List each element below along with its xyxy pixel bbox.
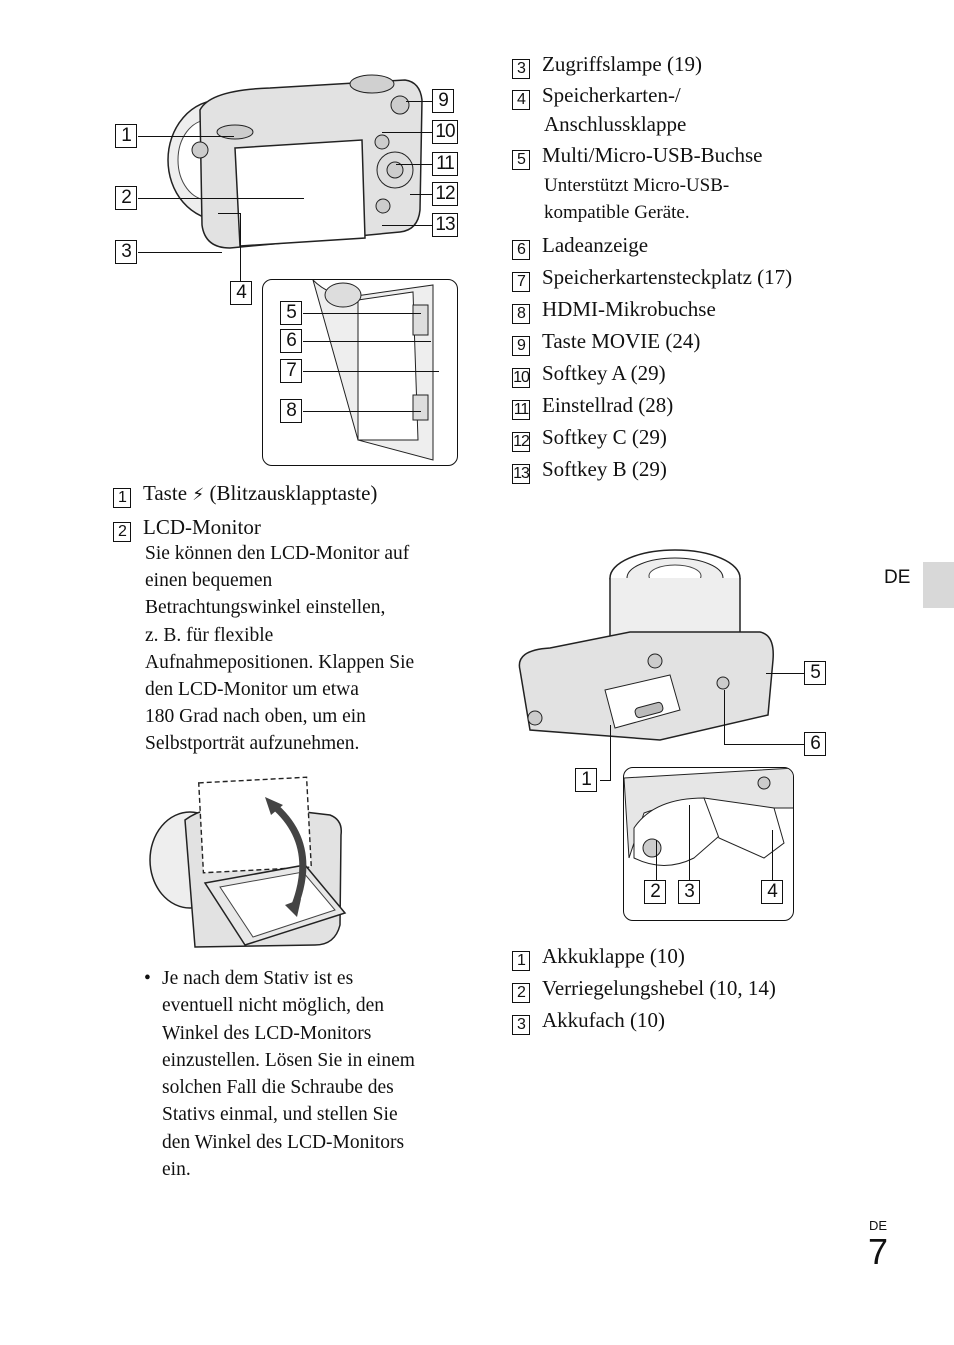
usb-note: kompatible Geräte. [544,202,690,223]
callout-2: 2 [644,880,666,904]
language-tab-label: DE [884,567,911,588]
language-tab [923,562,954,608]
callout-1: 1 [575,768,597,792]
bullet-marker: • [144,968,151,989]
callout-13: 13 [432,213,458,237]
callout-4: 4 [230,281,252,305]
callout-12: 12 [432,182,458,206]
callout-5: 5 [804,661,826,685]
callout-5: 5 [280,301,302,325]
list-item-continuation: Anschlussklappe [544,112,687,136]
callout-4: 4 [761,880,783,904]
callout-3: 3 [115,240,137,264]
battery-compartment-illustration [624,768,793,866]
callout-6: 6 [804,732,826,756]
tilt-monitor-illustration [149,776,347,948]
callout-2: 2 [115,186,137,210]
page-language-code: DE [869,1218,888,1233]
callout-7: 7 [280,359,302,383]
figure-inset-ports [262,279,458,466]
camera-back-illustration [167,74,423,249]
ports-illustration [312,280,434,461]
callout-10: 10 [432,120,458,144]
flash-icon: ⚡ [192,485,205,505]
callout-9: 9 [432,89,454,113]
usb-note: Unterstützt Micro-USB- [544,175,730,196]
camera-bottom-illustration [518,549,774,741]
lcd-description: Sie können den LCD-Monitor auf einen beq… [145,543,415,755]
tripod-note: • Je nach dem Stativ ist es eventuell ni… [144,965,415,1183]
callout-3: 3 [678,880,700,904]
page-number: 7 [868,1231,889,1272]
callout-8: 8 [280,399,302,423]
callout-1: 1 [115,124,137,148]
callout-11: 11 [432,152,458,176]
callout-6: 6 [280,329,302,353]
